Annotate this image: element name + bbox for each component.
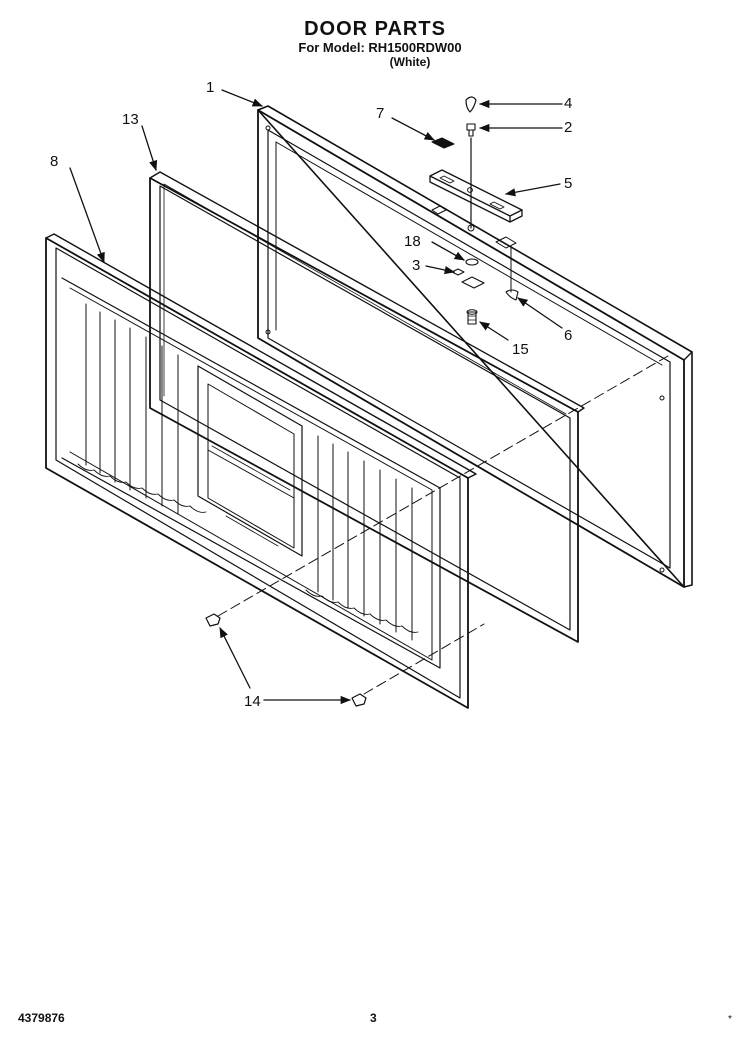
hinge-clip-part-4	[465, 96, 477, 113]
part-number: 4379876	[18, 1011, 65, 1025]
plug-part-14-upper	[205, 613, 221, 627]
callout-8: 8	[50, 153, 58, 170]
washer-part-18	[465, 258, 479, 266]
hinge-pin-part-2	[466, 123, 476, 137]
pad-part-7	[431, 137, 455, 149]
center-recess	[197, 365, 303, 557]
left-ribs	[77, 303, 207, 515]
page-number: 3	[370, 1011, 377, 1025]
outer-door-panel	[257, 105, 693, 588]
callout-14: 14	[244, 693, 261, 710]
callout-13: 13	[122, 111, 139, 128]
callout-7: 7	[376, 105, 384, 122]
callout-15: 15	[512, 341, 529, 358]
color-line: (White)	[389, 55, 431, 69]
callout-5: 5	[564, 175, 572, 192]
corner-mark: *	[728, 1014, 732, 1025]
inner-door-liner	[45, 233, 477, 709]
leader-lines	[69, 89, 563, 705]
page-header: DOOR PARTS For Model: RH1500RDW00 (White…	[0, 18, 750, 69]
callout-4: 4	[564, 95, 572, 112]
door-gasket	[149, 171, 585, 643]
right-ribs	[305, 435, 419, 641]
callout-1: 1	[206, 79, 214, 96]
bushing-part-3	[461, 276, 485, 289]
plug-part-14-lower	[351, 693, 367, 707]
model-line: For Model: RH1500RDW00	[298, 40, 462, 55]
page-title: DOOR PARTS	[304, 18, 446, 40]
spacer-part-3	[451, 268, 465, 276]
callout-labels: 1 4 7 2 13 8 5 18 3 6 15 14	[50, 79, 572, 710]
door-plugs	[205, 355, 669, 707]
callout-18: 18	[404, 233, 421, 250]
callout-2: 2	[564, 119, 572, 136]
hinge-stop-part-6	[505, 289, 519, 301]
hinge-hardware	[429, 96, 523, 325]
screw-part-15	[466, 309, 478, 325]
callout-6: 6	[564, 327, 572, 344]
callout-3: 3	[412, 257, 420, 274]
hinge-bracket-part-5	[429, 169, 523, 223]
